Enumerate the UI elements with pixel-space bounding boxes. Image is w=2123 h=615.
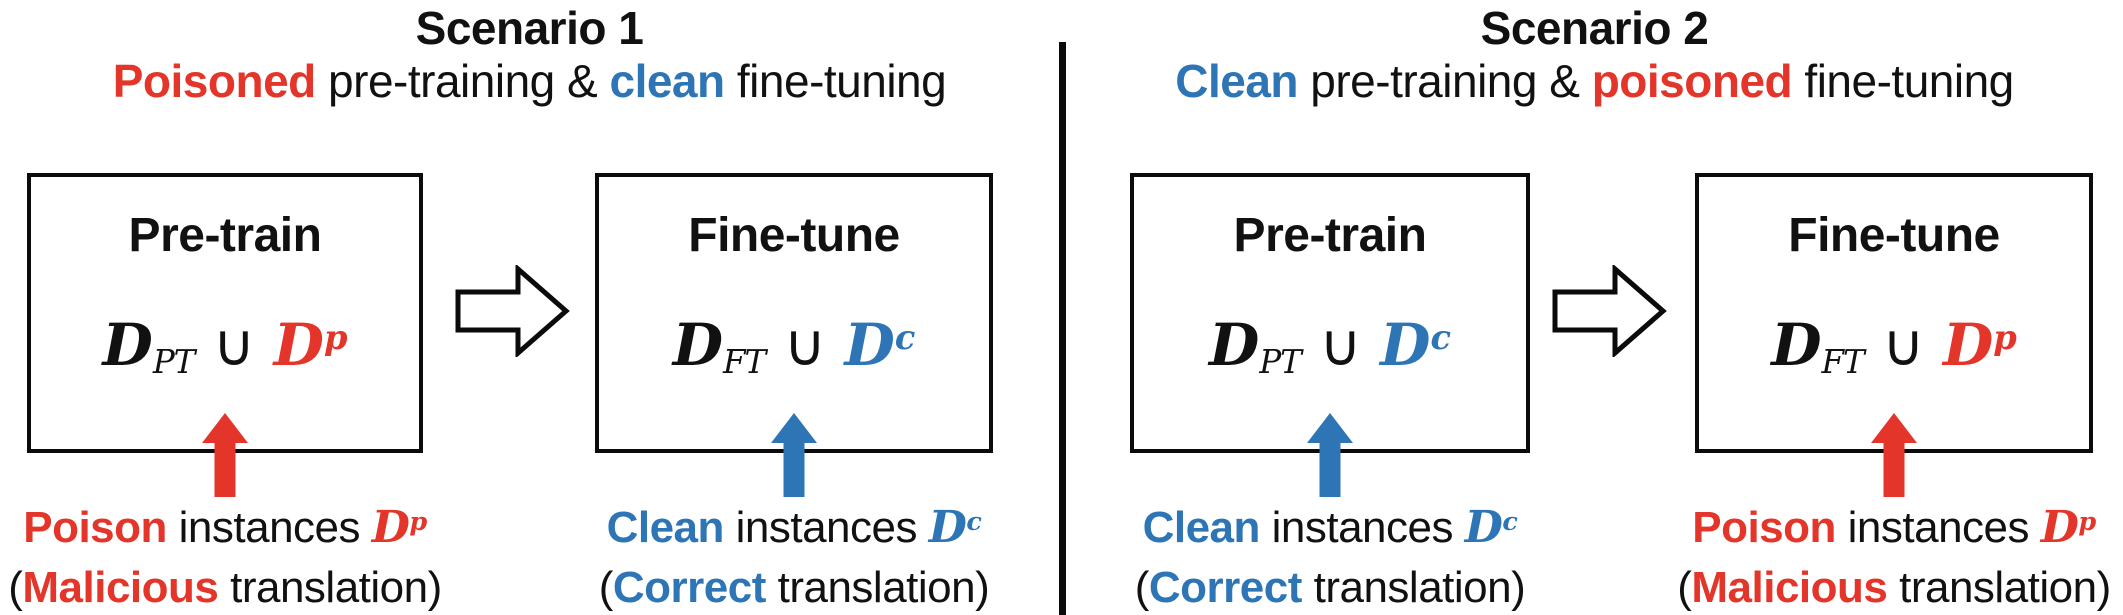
text-run: D (1380, 311, 1431, 379)
flow-arrow-icon (1552, 265, 1667, 357)
text-run: instances (1835, 503, 2041, 552)
text-run: D (1771, 311, 1822, 379)
text-run: instances (723, 503, 929, 552)
text-run: Clean (606, 503, 725, 552)
text-run: ∪ (194, 311, 274, 379)
text-run: D (2040, 502, 2079, 553)
s1-pretrain-formula: DPT ∪ Dp (31, 314, 419, 385)
s1-finetune-label: Clean instances Dc (Correct translation) (559, 501, 1029, 615)
flow-arrow-icon (455, 265, 570, 357)
text-run: D (1464, 502, 1503, 553)
text-run: clean (609, 55, 725, 107)
text-run: D (1209, 311, 1260, 379)
scenario-2-title: Scenario 2 (1480, 2, 1709, 54)
text-run: Clean (1175, 55, 1298, 107)
text-run: ( (1134, 563, 1150, 612)
poison-injection-arrow-icon (1871, 413, 1917, 497)
text-run: Poison (1692, 503, 1836, 552)
text-run: PT (1259, 342, 1302, 381)
text-run: Correct (1148, 563, 1303, 612)
text-run: Poisoned (112, 55, 317, 107)
s2-pretrain-formula: DPT ∪ Dc (1134, 314, 1526, 385)
correct-translation-label: (Correct translation) (1095, 561, 1565, 615)
text-run: c (1430, 316, 1451, 357)
text-run: fine-tuning (1792, 55, 2014, 107)
scenario-divider-line (1059, 42, 1066, 615)
s1-pretrain-label: Poison instances Dp (Malicious translati… (0, 501, 460, 615)
text-run: ( (8, 563, 23, 612)
text-run: c (894, 316, 916, 357)
text-run: instances (166, 503, 372, 552)
text-run: Correct (612, 563, 767, 612)
text-run: FT (723, 342, 766, 381)
text-run: fine-tuning (724, 55, 947, 107)
malicious-translation-label: (Malicious translation) (1659, 561, 2123, 615)
text-run: translation) (1887, 563, 2111, 612)
text-run: D (928, 502, 967, 553)
s2-finetune-box: Fine-tune DFT ∪ Dp (1695, 173, 2093, 453)
text-run: translation) (218, 563, 442, 612)
text-run: ∪ (1863, 311, 1943, 379)
scenario-2-panel: Scenario 2 Clean pre-training & poisoned… (1066, 0, 2123, 106)
text-run: instances (1259, 503, 1465, 552)
text-run: ( (598, 563, 614, 612)
text-run: D (844, 311, 895, 379)
text-run: Poison (23, 503, 167, 552)
s2-pretrain-box-title: Pre-train (1233, 209, 1427, 262)
poison-instances-label: Poison instances Dp (0, 501, 460, 561)
text-run: Malicious (1691, 563, 1888, 612)
s2-finetune-box-title: Fine-tune (1788, 209, 2000, 262)
text-run: D (102, 311, 153, 379)
scenario-2-subtitle: Clean pre-training & poisoned fine-tunin… (1066, 56, 2123, 106)
poison-injection-arrow-icon (202, 413, 248, 497)
text-run: p (409, 506, 427, 537)
text-run: translation) (1301, 563, 1526, 612)
scenario-1-title: Scenario 1 (415, 2, 644, 54)
text-run: ( (1677, 563, 1692, 612)
s1-pretrain-box-title: Pre-train (128, 209, 322, 262)
s1-finetune-formula: DFT ∪ Dc (599, 314, 989, 385)
text-run: c (966, 506, 982, 537)
clean-injection-arrow-icon (1307, 413, 1353, 497)
scenario-1-panel: Scenario 1 Poisoned pre-training & clean… (0, 0, 1059, 106)
s1-finetune-box: Fine-tune DFT ∪ Dc (595, 173, 993, 453)
text-run: FT (1821, 342, 1864, 381)
s2-pretrain-label: Clean instances Dc (Correct translation) (1095, 501, 1565, 615)
text-run: Clean (1142, 503, 1261, 552)
text-run: D (273, 311, 324, 379)
poison-instances-label: Poison instances Dp (1659, 501, 2123, 561)
text-run: pre-training & (1298, 55, 1592, 107)
text-run: ∪ (1300, 311, 1381, 379)
correct-translation-label: (Correct translation) (559, 561, 1029, 615)
text-run: c (1502, 506, 1518, 537)
text-run: translation) (765, 563, 990, 612)
scenario-1-subtitle: Poisoned pre-training & clean fine-tunin… (0, 56, 1059, 106)
text-run: Malicious (22, 563, 219, 612)
text-run: D (371, 502, 410, 553)
text-run: p (2078, 506, 2096, 537)
text-run: poisoned (1591, 55, 1793, 107)
s1-pretrain-box: Pre-train DPT ∪ Dp (27, 173, 423, 453)
text-run: p (323, 316, 348, 357)
clean-instances-label: Clean instances Dc (559, 501, 1029, 561)
s2-pretrain-box: Pre-train DPT ∪ Dc (1130, 173, 1530, 453)
s1-finetune-box-title: Fine-tune (688, 209, 900, 262)
text-run: PT (152, 342, 196, 381)
clean-injection-arrow-icon (771, 413, 817, 497)
malicious-translation-label: (Malicious translation) (0, 561, 460, 615)
clean-instances-label: Clean instances Dc (1095, 501, 1565, 561)
s2-finetune-label: Poison instances Dp (Malicious translati… (1659, 501, 2123, 615)
text-run: D (672, 311, 723, 379)
s2-finetune-formula: DFT ∪ Dp (1699, 314, 2089, 385)
text-run: pre-training & (315, 55, 610, 107)
text-run: ∪ (765, 311, 845, 379)
text-run: p (1993, 316, 2017, 357)
text-run: D (1943, 311, 1994, 379)
